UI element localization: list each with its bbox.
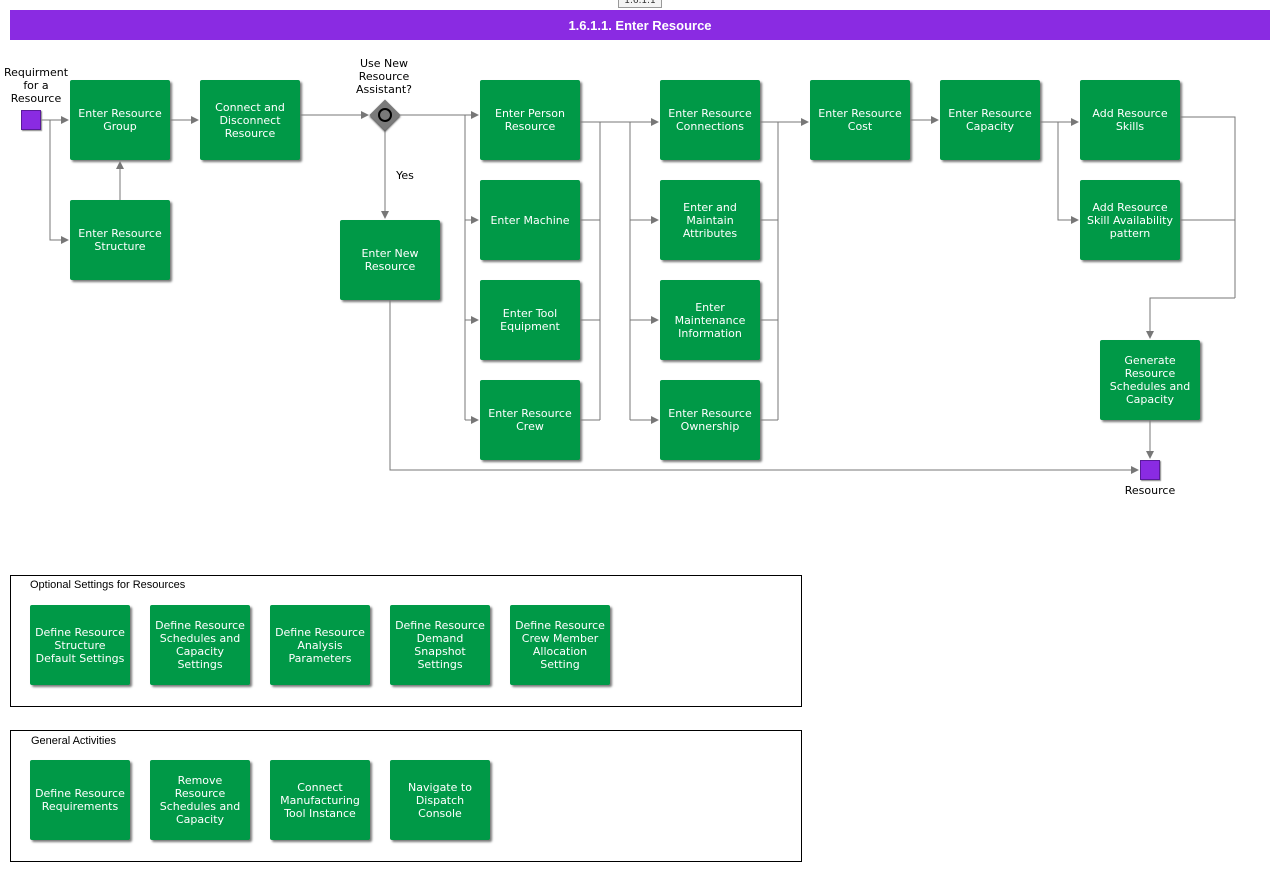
general-activity-item[interactable]: Connect Manufacturing Tool Instance [270, 760, 370, 840]
optional-setting-item[interactable]: Define Resource Demand Snapshot Settings [390, 605, 490, 685]
decision-label: Use New Resource Assistant? [356, 57, 412, 96]
optional-setting-item[interactable]: Define Resource Analysis Parameters [270, 605, 370, 685]
group-general-activities: General Activities [10, 730, 802, 862]
diagram-title: 1.6.1.1. Enter Resource [568, 17, 712, 33]
activity-enter-machine[interactable]: Enter Machine [480, 180, 580, 260]
activity-enter-resource-capacity[interactable]: Enter Resource Capacity [940, 80, 1040, 160]
end-event[interactable] [1140, 460, 1160, 480]
group-optional-settings: Optional Settings for Resources [10, 575, 802, 707]
general-activity-item[interactable]: Navigate to Dispatch Console [390, 760, 490, 840]
general-activity-item[interactable]: Define Resource Requirements [30, 760, 130, 840]
activity-enter-resource-structure[interactable]: Enter Resource Structure [70, 200, 170, 280]
yes-label: Yes [396, 169, 414, 182]
activity-add-skill-availability-pattern[interactable]: Add Resource Skill Availability pattern [1080, 180, 1180, 260]
activity-enter-resource-connections[interactable]: Enter Resource Connections [660, 80, 760, 160]
activity-enter-maintain-attributes[interactable]: Enter and Maintain Attributes [660, 180, 760, 260]
optional-setting-item[interactable]: Define Resource Structure Default Settin… [30, 605, 130, 685]
activity-enter-tool-equipment[interactable]: Enter Tool Equipment [480, 280, 580, 360]
activity-add-resource-skills[interactable]: Add Resource Skills [1080, 80, 1180, 160]
diagram-title-banner: 1.6.1.1. Enter Resource [10, 10, 1270, 40]
end-event-label: Resource [1124, 484, 1176, 497]
activity-enter-new-resource[interactable]: Enter New Resource [340, 220, 440, 300]
activity-connect-disconnect-resource[interactable]: Connect and Disconnect Resource [200, 80, 300, 160]
version-tab[interactable]: 1.6.1.1 [618, 0, 662, 8]
group-optional-settings-title: Optional Settings for Resources [30, 579, 186, 591]
general-activity-item[interactable]: Remove Resource Schedules and Capacity [150, 760, 250, 840]
activity-enter-resource-ownership[interactable]: Enter Resource Ownership [660, 380, 760, 460]
start-event-label: Requirment for a Resource [3, 66, 69, 105]
group-general-activities-title: General Activities [31, 735, 116, 747]
activity-enter-person-resource[interactable]: Enter Person Resource [480, 80, 580, 160]
activity-enter-resource-crew[interactable]: Enter Resource Crew [480, 380, 580, 460]
activity-enter-resource-cost[interactable]: Enter Resource Cost [810, 80, 910, 160]
activity-enter-resource-group[interactable]: Enter Resource Group [70, 80, 170, 160]
activity-enter-maintenance-information[interactable]: Enter Maintenance Information [660, 280, 760, 360]
start-event[interactable] [21, 110, 41, 130]
optional-setting-item[interactable]: Define Resource Crew Member Allocation S… [510, 605, 610, 685]
activity-generate-resource-schedules[interactable]: Generate Resource Schedules and Capacity [1100, 340, 1200, 420]
gateway-marker-icon [378, 108, 392, 122]
optional-setting-item[interactable]: Define Resource Schedules and Capacity S… [150, 605, 250, 685]
